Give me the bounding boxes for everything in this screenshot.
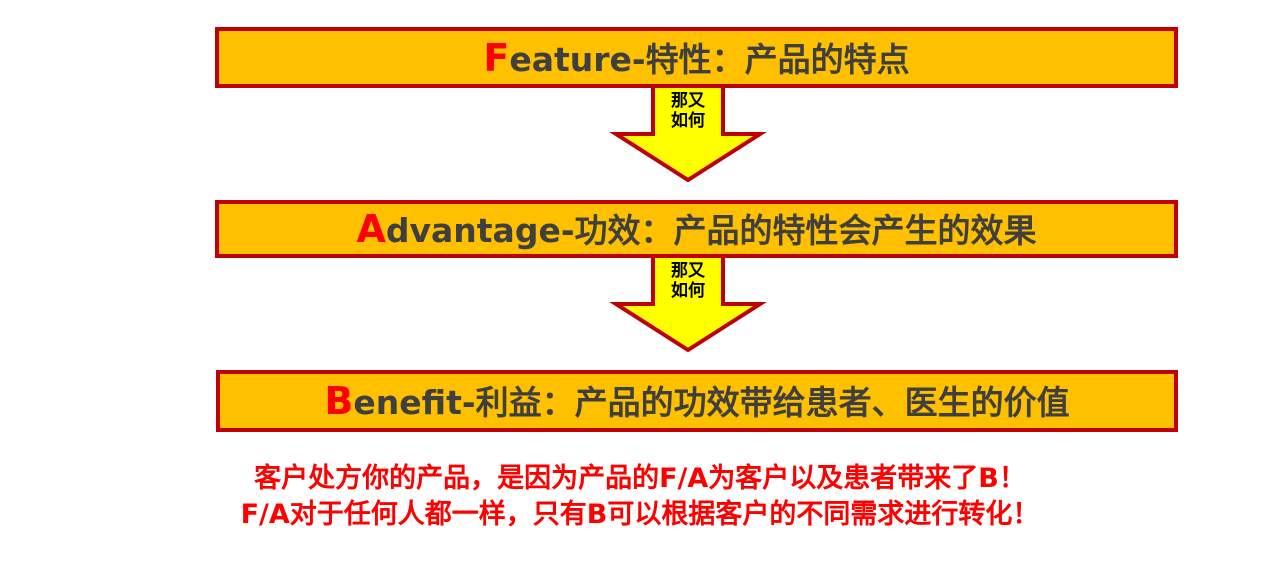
fab-box-feature-body: eature-特性：产品的特点 [509, 39, 910, 79]
caption-line-1: 客户处方你的产品，是因为产品的F/A为客户以及患者带来了B！ [254, 463, 1026, 494]
fab-box-benefit: Benefit-利益：产品的功效带给患者、医生的价值 [216, 370, 1178, 432]
fab-box-advantage-body: dvantage-功效：产品的特性会产生的效果 [385, 211, 1037, 250]
down-arrow-shape [609, 86, 767, 182]
fab-box-feature-text: Feature-特性：产品的特点 [483, 39, 909, 77]
fab-box-feature-initial: F [483, 35, 510, 80]
down-arrow-icon-advantage-to-benefit: 那又 如何 [608, 256, 768, 352]
fab-box-advantage-initial: A [356, 207, 386, 251]
fab-box-advantage-text: Advantage-功效：产品的特性会产生的效果 [356, 210, 1036, 248]
fab-box-benefit-text: Benefit-利益：产品的功效带给患者、医生的价值 [324, 382, 1069, 420]
caption-block: 客户处方你的产品，是因为产品的F/A为客户以及患者带来了B！ F/A对于任何人都… [0, 461, 1280, 533]
down-arrow-icon-feature-to-advantage: 那又 如何 [608, 86, 768, 182]
fab-box-advantage: Advantage-功效：产品的特性会产生的效果 [215, 200, 1178, 258]
fab-box-feature: Feature-特性：产品的特点 [215, 27, 1178, 88]
fab-box-benefit-body: enefit-利益：产品的功效带给患者、医生的价值 [353, 383, 1070, 422]
down-arrow-shape [609, 256, 767, 352]
fab-box-benefit-initial: B [324, 379, 354, 423]
caption-line-2: F/A对于任何人都一样，只有B可以根据客户的不同需求进行转化！ [240, 499, 1040, 530]
